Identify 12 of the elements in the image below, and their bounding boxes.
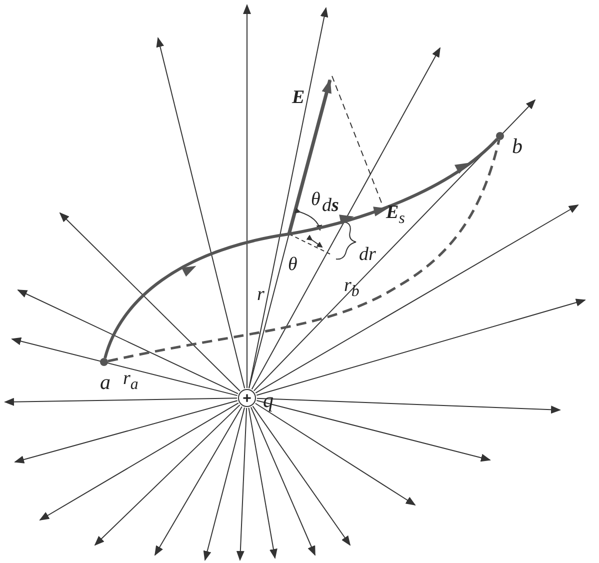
point-label: b: [512, 136, 522, 157]
vector-label: E$_{s}$: [386, 203, 405, 227]
plus-sign: +: [242, 390, 252, 407]
vector-label: ds: [322, 196, 339, 215]
vector-label: E: [292, 88, 305, 107]
length-label: dr: [359, 245, 376, 264]
length-label: r$_{b}$: [344, 276, 360, 300]
angle-label: θ: [311, 190, 320, 209]
angle-label: θ: [288, 255, 298, 274]
length-label: r: [257, 285, 264, 304]
length-label: r$_{a}$: [123, 369, 138, 393]
point-label: a: [100, 372, 110, 393]
